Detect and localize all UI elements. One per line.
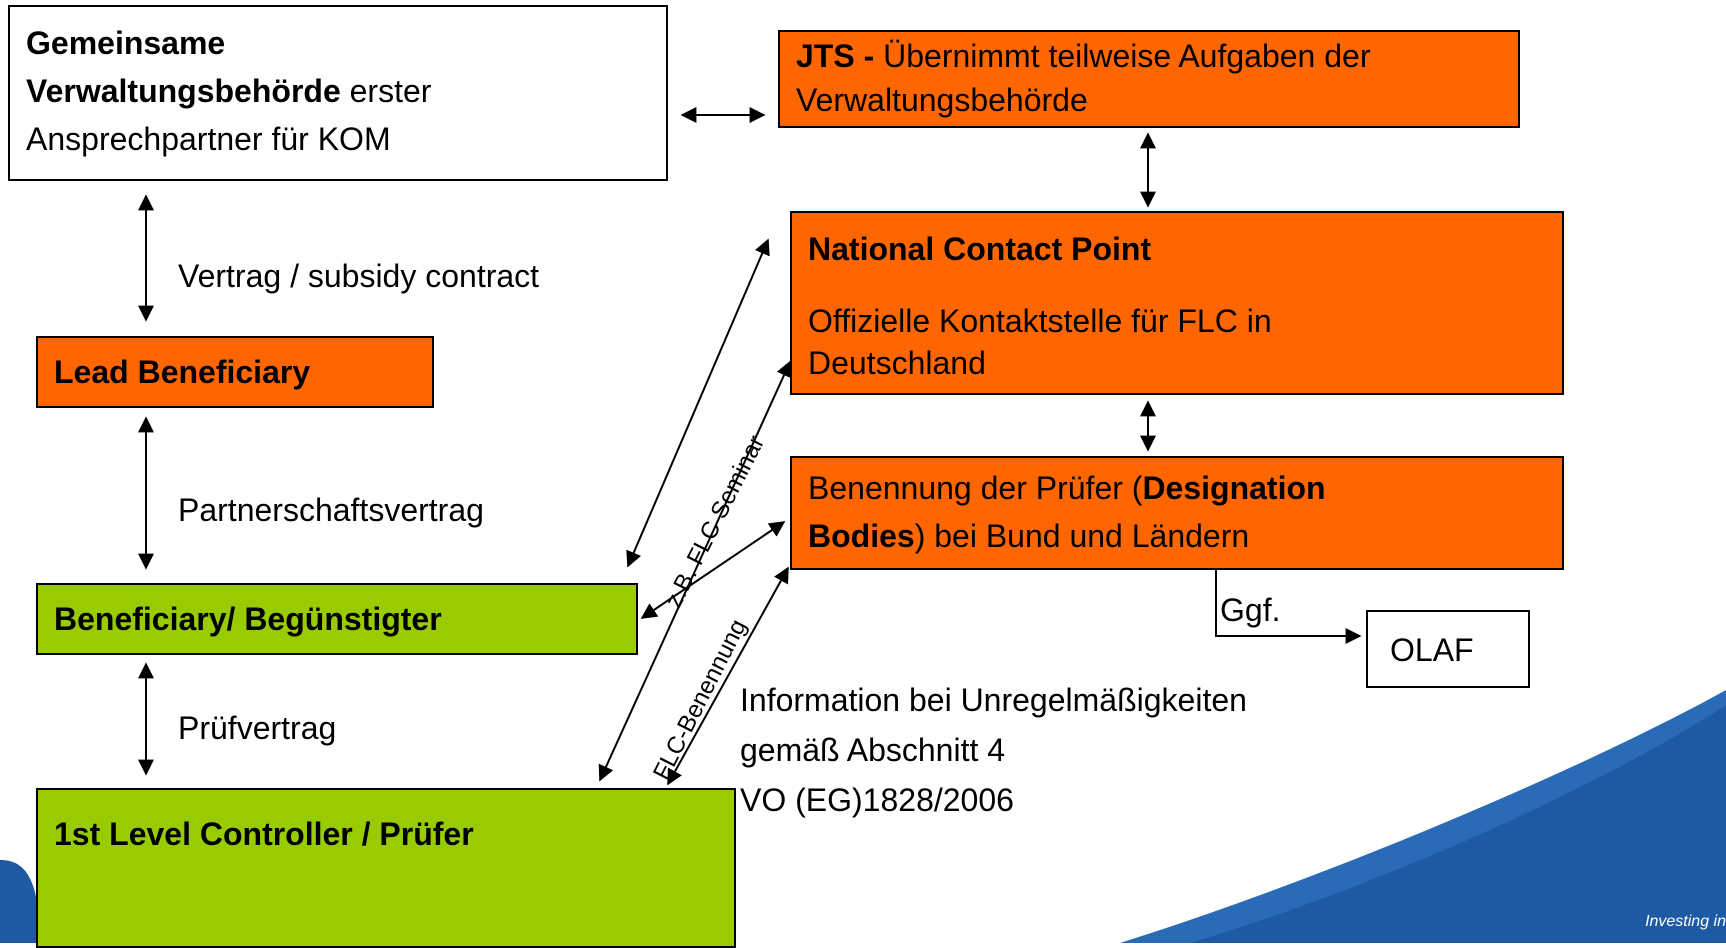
arrow-ncp-beneficiary [626, 238, 770, 568]
controller-label: 1st Level Controller / Prüfer [54, 816, 474, 852]
jts-line1: Übernimmt teilweise Aufgaben der [874, 38, 1371, 74]
audit-label: Prüfvertrag [178, 710, 337, 746]
beneficiary-box: Beneficiary/ Begünstigter [36, 583, 638, 655]
designation-bodies-box: Benennung der Prüfer (Designation Bodies… [790, 456, 1564, 570]
managing-authority-line2-rest: erster [340, 73, 432, 109]
jts-label: JTS - [796, 38, 875, 74]
jts-line2: Verwaltungsbehörde [796, 82, 1088, 118]
managing-authority-box: Gemeinsame Verwaltungsbehörde erster Ans… [8, 5, 668, 181]
contract-label: Vertrag / subsidy contract [178, 258, 540, 294]
partnership-label: Partnerschaftsvertrag [178, 492, 484, 528]
designation-line2: ) bei Bund und Ländern [914, 518, 1250, 554]
lead-beneficiary-box: Lead Beneficiary [36, 336, 434, 408]
designation-line1: Benennung der Prüfer ( [808, 470, 1143, 506]
arrow-ncp-controller [598, 360, 792, 782]
designation-bold2: Bodies [808, 518, 915, 554]
jts-box: JTS - Übernimmt teilweise Aufgaben der V… [778, 30, 1520, 128]
managing-authority-line1: Gemeinsame [26, 25, 226, 61]
info-line3: VO (EG)1828/2006 [740, 782, 1014, 818]
arrow-designation-olaf [1215, 570, 1362, 644]
ggf-label: Ggf. [1220, 592, 1281, 628]
ncp-title: National Contact Point [808, 231, 1152, 267]
managing-authority-title: Verwaltungsbehörde [26, 73, 341, 109]
lead-beneficiary-label: Lead Beneficiary [54, 354, 311, 390]
managing-authority-line3: Ansprechpartner für KOM [26, 121, 391, 157]
olaf-box: OLAF [1366, 610, 1530, 688]
national-contact-point-box: National Contact Point Offizielle Kontak… [790, 211, 1564, 395]
arrow-designation-controller [667, 566, 789, 786]
beneficiary-label: Beneficiary/ Begünstigter [54, 601, 442, 637]
ncp-line2: Deutschland [808, 345, 986, 381]
ncp-line1: Offizielle Kontaktstelle für FLC in [808, 303, 1272, 339]
designation-bold1: Designation [1142, 470, 1326, 506]
arrow-designation-beneficiary [640, 521, 786, 619]
info-line1: Information bei Unregelmäßigkeiten [740, 682, 1247, 718]
controller-box: 1st Level Controller / Prüfer [36, 788, 736, 948]
olaf-label: OLAF [1390, 632, 1474, 668]
footer-tagline: Investing in [1645, 913, 1726, 930]
